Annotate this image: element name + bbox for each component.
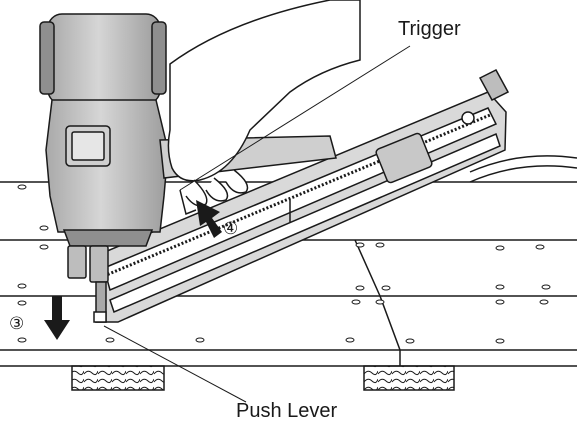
step-3-marker: ③ (9, 314, 25, 334)
push-lever-leader (103, 325, 247, 403)
trigger-label: Trigger (398, 18, 461, 40)
pull-trigger-arrow (196, 200, 222, 238)
nailer-body (39, 13, 169, 323)
operator-hand (159, 0, 361, 216)
press-down-arrow (44, 296, 70, 340)
trigger-leader (179, 45, 411, 191)
support-blocks (71, 365, 455, 391)
step-4-marker: ④ (223, 219, 239, 239)
air-hose (469, 155, 577, 183)
nail-magazine (95, 69, 510, 323)
push-lever-label: Push Lever (236, 400, 338, 422)
